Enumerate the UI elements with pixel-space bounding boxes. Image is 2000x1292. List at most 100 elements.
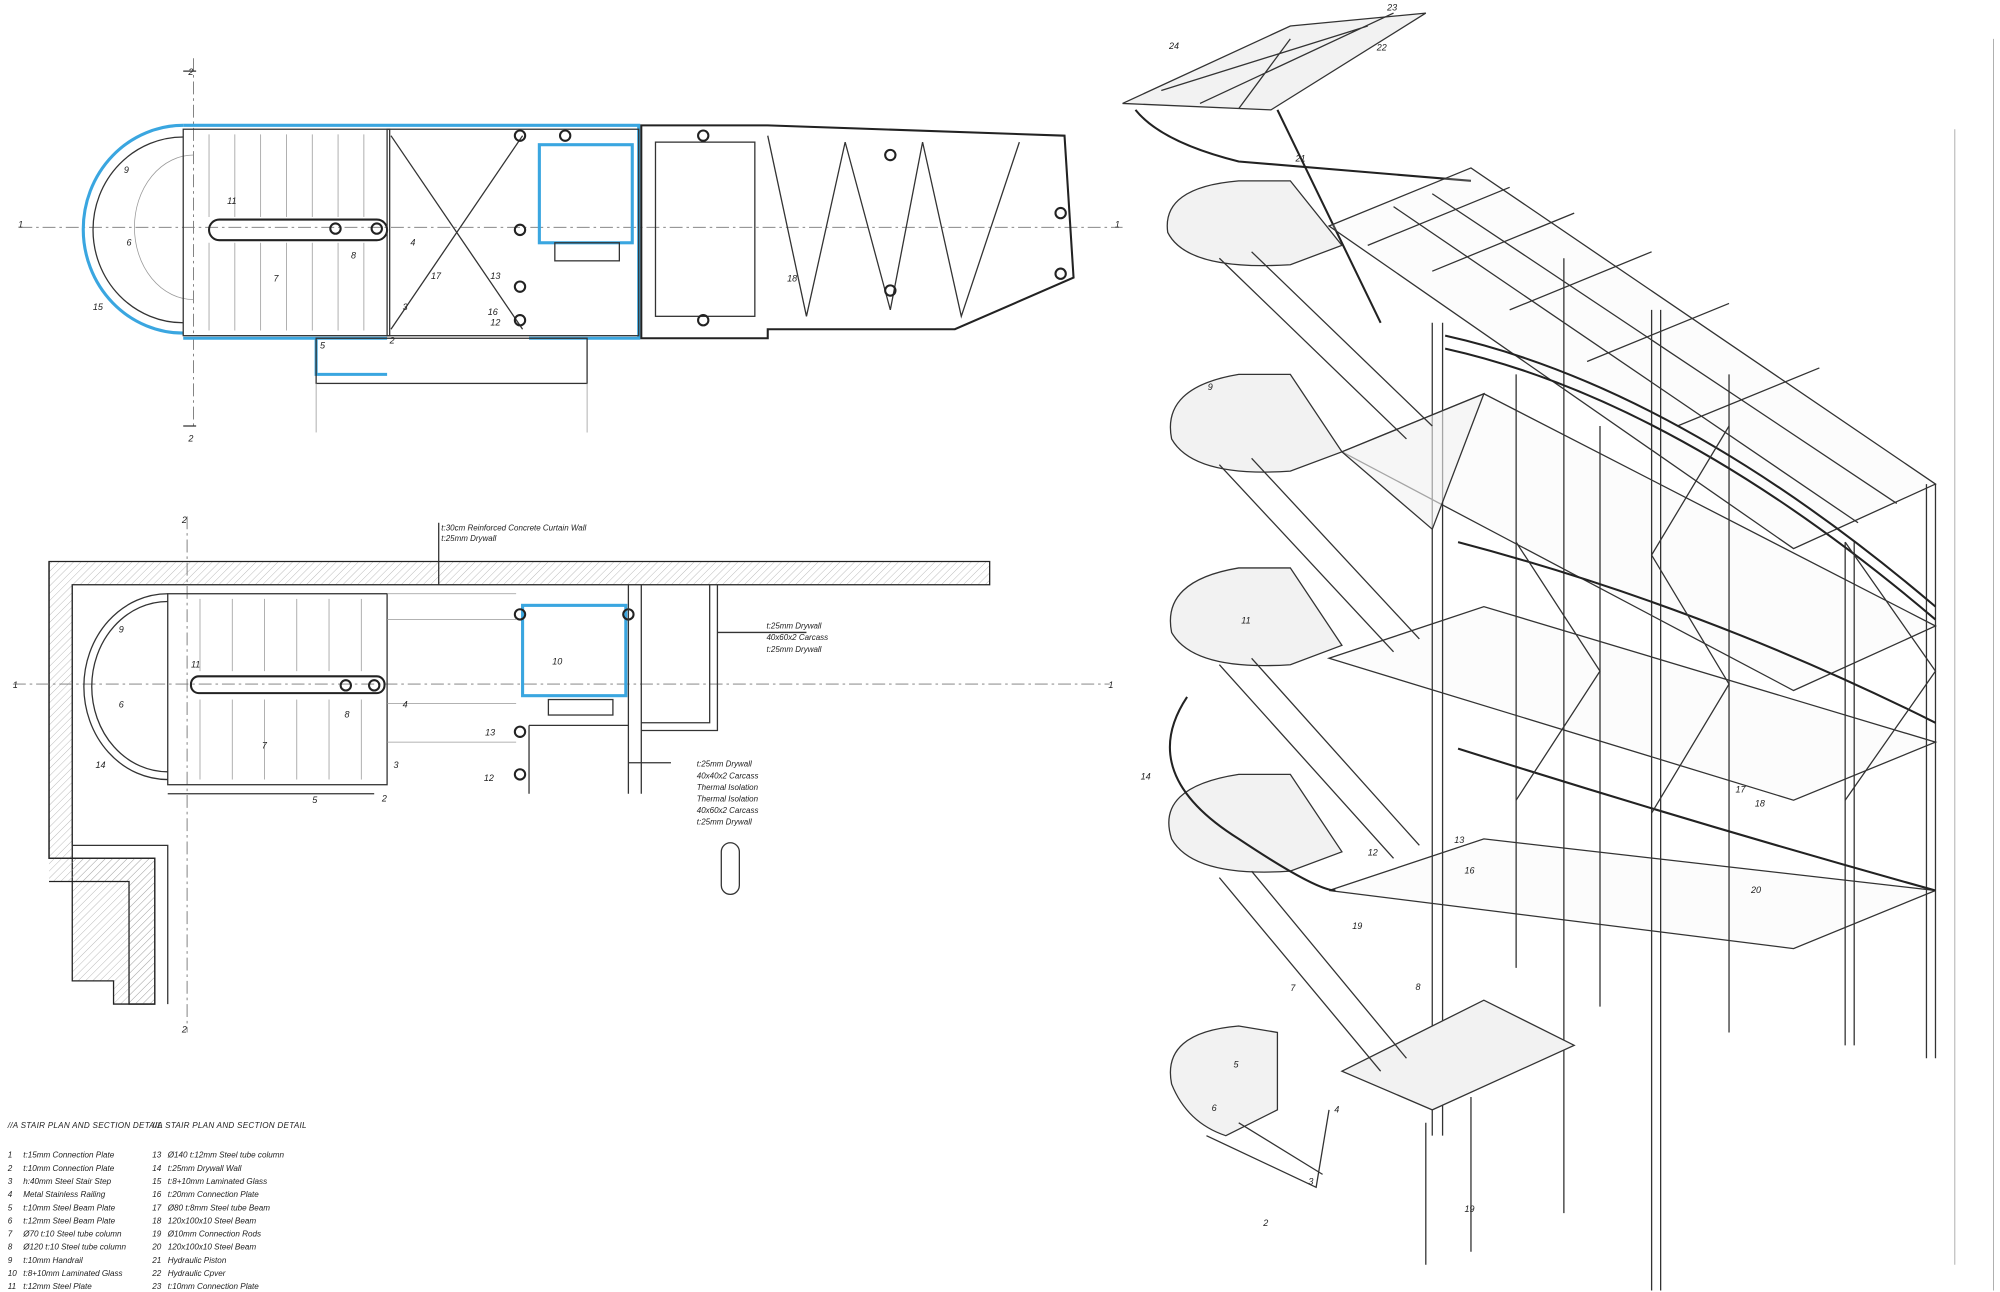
callout: 8 xyxy=(1415,982,1420,992)
legend-number: 15 xyxy=(152,1177,162,1186)
callout: 4 xyxy=(403,699,408,709)
wall-note: t:25mm Drywall xyxy=(697,818,752,827)
legend-description: h:40mm Steel Stair Step xyxy=(23,1177,111,1186)
callout: 18 xyxy=(1755,799,1765,809)
legend-number: 17 xyxy=(152,1203,162,1212)
legend-description: Hydraulic Piston xyxy=(168,1256,227,1265)
callout: 5 xyxy=(1234,1059,1240,1069)
legend-description: 120x100x10 Steel Beam xyxy=(168,1216,257,1225)
axonometric-view: 24 23 22 21 9 11 14 12 13 16 19 8 7 5 6 … xyxy=(1122,3,1994,1291)
legend-number: 7 xyxy=(8,1230,13,1239)
callout: 19 xyxy=(1465,1204,1475,1214)
callout: 1 xyxy=(13,680,18,690)
legend-number: 11 xyxy=(8,1282,16,1291)
legend-description: t:10mm Connection Plate xyxy=(168,1282,260,1291)
callout: 3 xyxy=(403,302,408,312)
callout: 22 xyxy=(1376,43,1387,53)
legend-description: Hydraulic Cpver xyxy=(168,1269,226,1278)
callout: 9 xyxy=(119,624,124,634)
callout: 4 xyxy=(1334,1104,1339,1114)
legend-number: 8 xyxy=(8,1243,13,1252)
legend-description: t:12mm Steel Plate xyxy=(23,1282,92,1291)
legend-description: t:10mm Steel Beam Plate xyxy=(23,1203,115,1212)
callout: 2 xyxy=(181,1024,187,1034)
legend-number: 18 xyxy=(152,1216,162,1225)
legend-number: 9 xyxy=(8,1256,13,1265)
callout: 14 xyxy=(95,760,105,770)
wall-note: Thermal Isolation xyxy=(697,783,759,792)
legend-heading: //A STAIR PLAN AND SECTION DETAIL xyxy=(7,1121,163,1130)
callout: 1 xyxy=(1108,680,1113,690)
legend-number: 2 xyxy=(7,1164,13,1173)
legend-description: Ø70 t:10 Steel tube column xyxy=(22,1230,122,1239)
legend-description: t:20mm Connection Plate xyxy=(168,1190,260,1199)
legend-description: t:25mm Drywall Wall xyxy=(168,1164,242,1173)
legend-number: 10 xyxy=(8,1269,18,1278)
legend-description: Ø140 t:12mm Steel tube column xyxy=(167,1151,285,1160)
callout: 3 xyxy=(394,760,399,770)
legend-number: 3 xyxy=(8,1177,13,1186)
callout: 18 xyxy=(787,273,797,283)
legend-description: Ø10mm Connection Rods xyxy=(167,1230,261,1239)
callout: 14 xyxy=(1141,772,1151,782)
callout: 2 xyxy=(381,793,387,803)
callout: 8 xyxy=(351,250,356,260)
legend-description: Ø120 t:10 Steel tube column xyxy=(22,1243,126,1252)
callout: 10 xyxy=(552,657,562,667)
callout: 4 xyxy=(410,237,415,247)
callout: 2 xyxy=(187,433,193,443)
callout: 17 xyxy=(1735,784,1746,794)
callout: 9 xyxy=(124,165,129,175)
wall-note: Thermal Isolation xyxy=(697,794,759,803)
callout: 6 xyxy=(119,699,125,709)
legend-description: 120x100x10 Steel Beam xyxy=(168,1243,257,1252)
callout: 16 xyxy=(1465,866,1476,876)
callout: 13 xyxy=(485,728,495,738)
legend-number: 6 xyxy=(8,1216,13,1225)
legend-description: t:8+10mm Laminated Glass xyxy=(23,1269,122,1278)
legend-number: 21 xyxy=(151,1256,161,1265)
callout: 2 xyxy=(1262,1218,1268,1228)
legend-number: 19 xyxy=(152,1230,162,1239)
legend-number: 5 xyxy=(8,1203,13,1212)
callout: 12 xyxy=(484,773,494,783)
wall-note: 40x60x2 Carcass xyxy=(697,806,759,815)
legend-number: 14 xyxy=(152,1164,162,1173)
wall-note: t:25mm Drywall xyxy=(766,622,821,631)
callout: 19 xyxy=(1352,921,1362,931)
callout: 5 xyxy=(312,795,318,805)
callout: 24 xyxy=(1168,41,1179,51)
callout: 11 xyxy=(1241,615,1250,625)
legend-description: t:10mm Connection Plate xyxy=(23,1164,115,1173)
stair-plan-lower: 9 6 11 7 8 4 14 5 2 3 13 12 10 1 1 2 2 t… xyxy=(12,515,1113,1034)
callout: 11 xyxy=(191,659,200,669)
callout: 2 xyxy=(389,335,395,345)
callout: 21 xyxy=(1294,153,1305,163)
legend-description: Metal Stainless Railing xyxy=(23,1190,106,1199)
legend-description: t:15mm Connection Plate xyxy=(23,1151,115,1160)
legend-number: 22 xyxy=(151,1269,162,1278)
callout: 7 xyxy=(262,741,268,751)
callout: 7 xyxy=(274,273,280,283)
callout: 13 xyxy=(1454,835,1464,845)
callout: 9 xyxy=(1208,382,1213,392)
callout: 5 xyxy=(320,341,326,351)
legend-heading: //A STAIR PLAN AND SECTION DETAIL xyxy=(151,1121,307,1130)
callout: 17 xyxy=(431,271,442,281)
callout: 6 xyxy=(126,237,132,247)
callout: 2 xyxy=(181,515,187,525)
callout: 23 xyxy=(1386,3,1397,13)
legend-description: t:8+10mm Laminated Glass xyxy=(168,1177,267,1186)
legend-description: t:10mm Handrail xyxy=(23,1256,83,1265)
wall-note: t:25mm Drywall xyxy=(441,534,496,543)
wall-note: t:25mm Drywall xyxy=(697,760,752,769)
callout: 13 xyxy=(490,271,500,281)
callout: 8 xyxy=(345,710,350,720)
wall-note: 40x40x2 Carcass xyxy=(697,771,759,780)
legend-number: 23 xyxy=(151,1282,162,1291)
wall-note: 40x60x2 Carcass xyxy=(766,633,828,642)
callout: 16 xyxy=(488,307,499,317)
callout: 3 xyxy=(1308,1177,1313,1187)
wall-note: t:25mm Drywall xyxy=(766,645,821,654)
